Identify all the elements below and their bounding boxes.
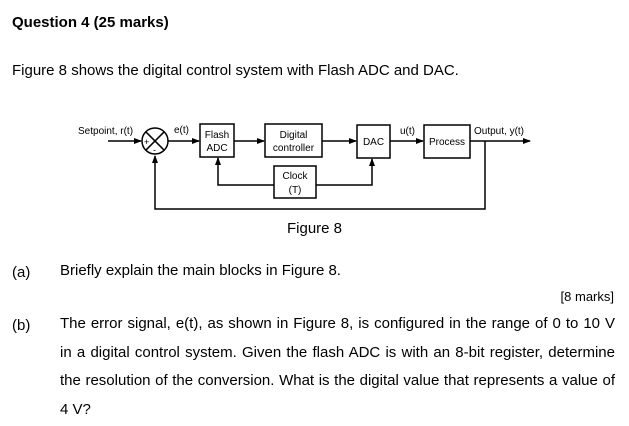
output-label: Output, y(t) (474, 126, 524, 137)
adc-label-2: ADC (206, 143, 227, 154)
controller-label-2: controller (273, 143, 315, 154)
digital-controller-block (264, 123, 323, 158)
part-b-text: The error signal, e(t), as shown in Figu… (60, 315, 615, 418)
clock-to-dac-path (316, 158, 375, 186)
part-a-label: (a) (12, 264, 31, 281)
feedback-path (152, 141, 486, 210)
clock-to-adc-path (215, 157, 274, 186)
clock-label-1: Clock (282, 171, 308, 182)
control-signal-label: u(t) (400, 126, 415, 137)
process-block (423, 124, 471, 159)
figure-caption: Figure 8 (286, 220, 343, 237)
dac-label: DAC (363, 137, 384, 148)
question-title: Question 4 (25 marks) (12, 14, 169, 31)
plus-sign: + (144, 137, 149, 147)
part-a-text: Briefly explain the main blocks in Figur… (60, 262, 341, 279)
clock-block (273, 165, 317, 199)
controller-label-1: Digital (280, 130, 308, 141)
minus-sign: - (153, 145, 156, 155)
block-diagram: Setpoint, r(t) + - e(t) Flash ADC Digita… (78, 123, 531, 210)
setpoint-label: Setpoint, r(t) (78, 126, 133, 137)
question-intro: Figure 8 shows the digital control syste… (12, 62, 459, 79)
adc-label-1: Flash (205, 130, 229, 141)
error-label: e(t) (174, 125, 189, 136)
clock-label-2: (T) (289, 185, 302, 196)
process-label: Process (429, 137, 465, 148)
part-b-label: (b) (12, 317, 31, 334)
part-a-marks: [8 marks] (560, 289, 614, 304)
